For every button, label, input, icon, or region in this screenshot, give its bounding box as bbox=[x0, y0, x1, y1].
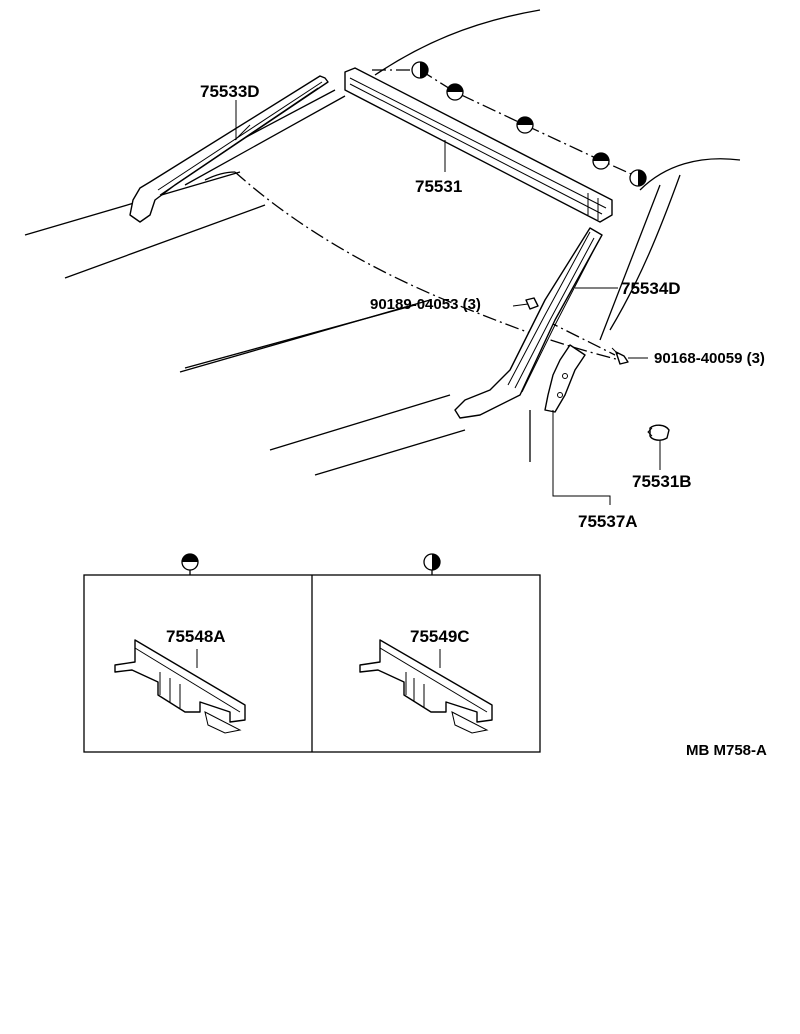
retainer-75537A bbox=[544, 344, 586, 413]
label-75549C: 75549C bbox=[410, 627, 470, 646]
screw-90168 bbox=[611, 347, 629, 365]
moulding-75534D bbox=[454, 227, 603, 419]
moulding-75531 bbox=[344, 67, 613, 223]
top-half-clip-icon bbox=[446, 83, 464, 101]
clip-75548A-detail bbox=[114, 639, 246, 734]
label-75537A: 75537A bbox=[578, 512, 638, 531]
top-half-clip-legend-icon bbox=[181, 553, 199, 571]
label-90189-04053: 90189-04053 (3) bbox=[370, 296, 481, 313]
right-half-clip-icon bbox=[411, 61, 429, 79]
moulding-75533D bbox=[129, 75, 329, 223]
label-90168-40059: 90168-40059 (3) bbox=[654, 350, 765, 367]
clip-75531B bbox=[647, 424, 670, 441]
clip-nut-90189 bbox=[525, 297, 539, 310]
label-75533D: 75533D bbox=[200, 82, 260, 101]
leader-lines bbox=[235, 100, 661, 505]
clip-symbols-top bbox=[411, 61, 647, 187]
right-half-clip-legend-icon bbox=[423, 553, 441, 571]
label-75531: 75531 bbox=[415, 177, 462, 196]
top-half-clip-icon bbox=[516, 116, 534, 134]
label-75534D: 75534D bbox=[621, 279, 681, 298]
diagram-code: MB M758-A bbox=[686, 742, 767, 759]
detail-box-frame bbox=[83, 570, 541, 753]
car-body-outline bbox=[24, 9, 741, 476]
top-half-clip-icon bbox=[592, 152, 610, 170]
label-75548A: 75548A bbox=[166, 627, 226, 646]
label-75531B: 75531B bbox=[632, 472, 692, 491]
right-half-clip-icon bbox=[629, 169, 647, 187]
clip-75549C-detail bbox=[359, 639, 493, 734]
